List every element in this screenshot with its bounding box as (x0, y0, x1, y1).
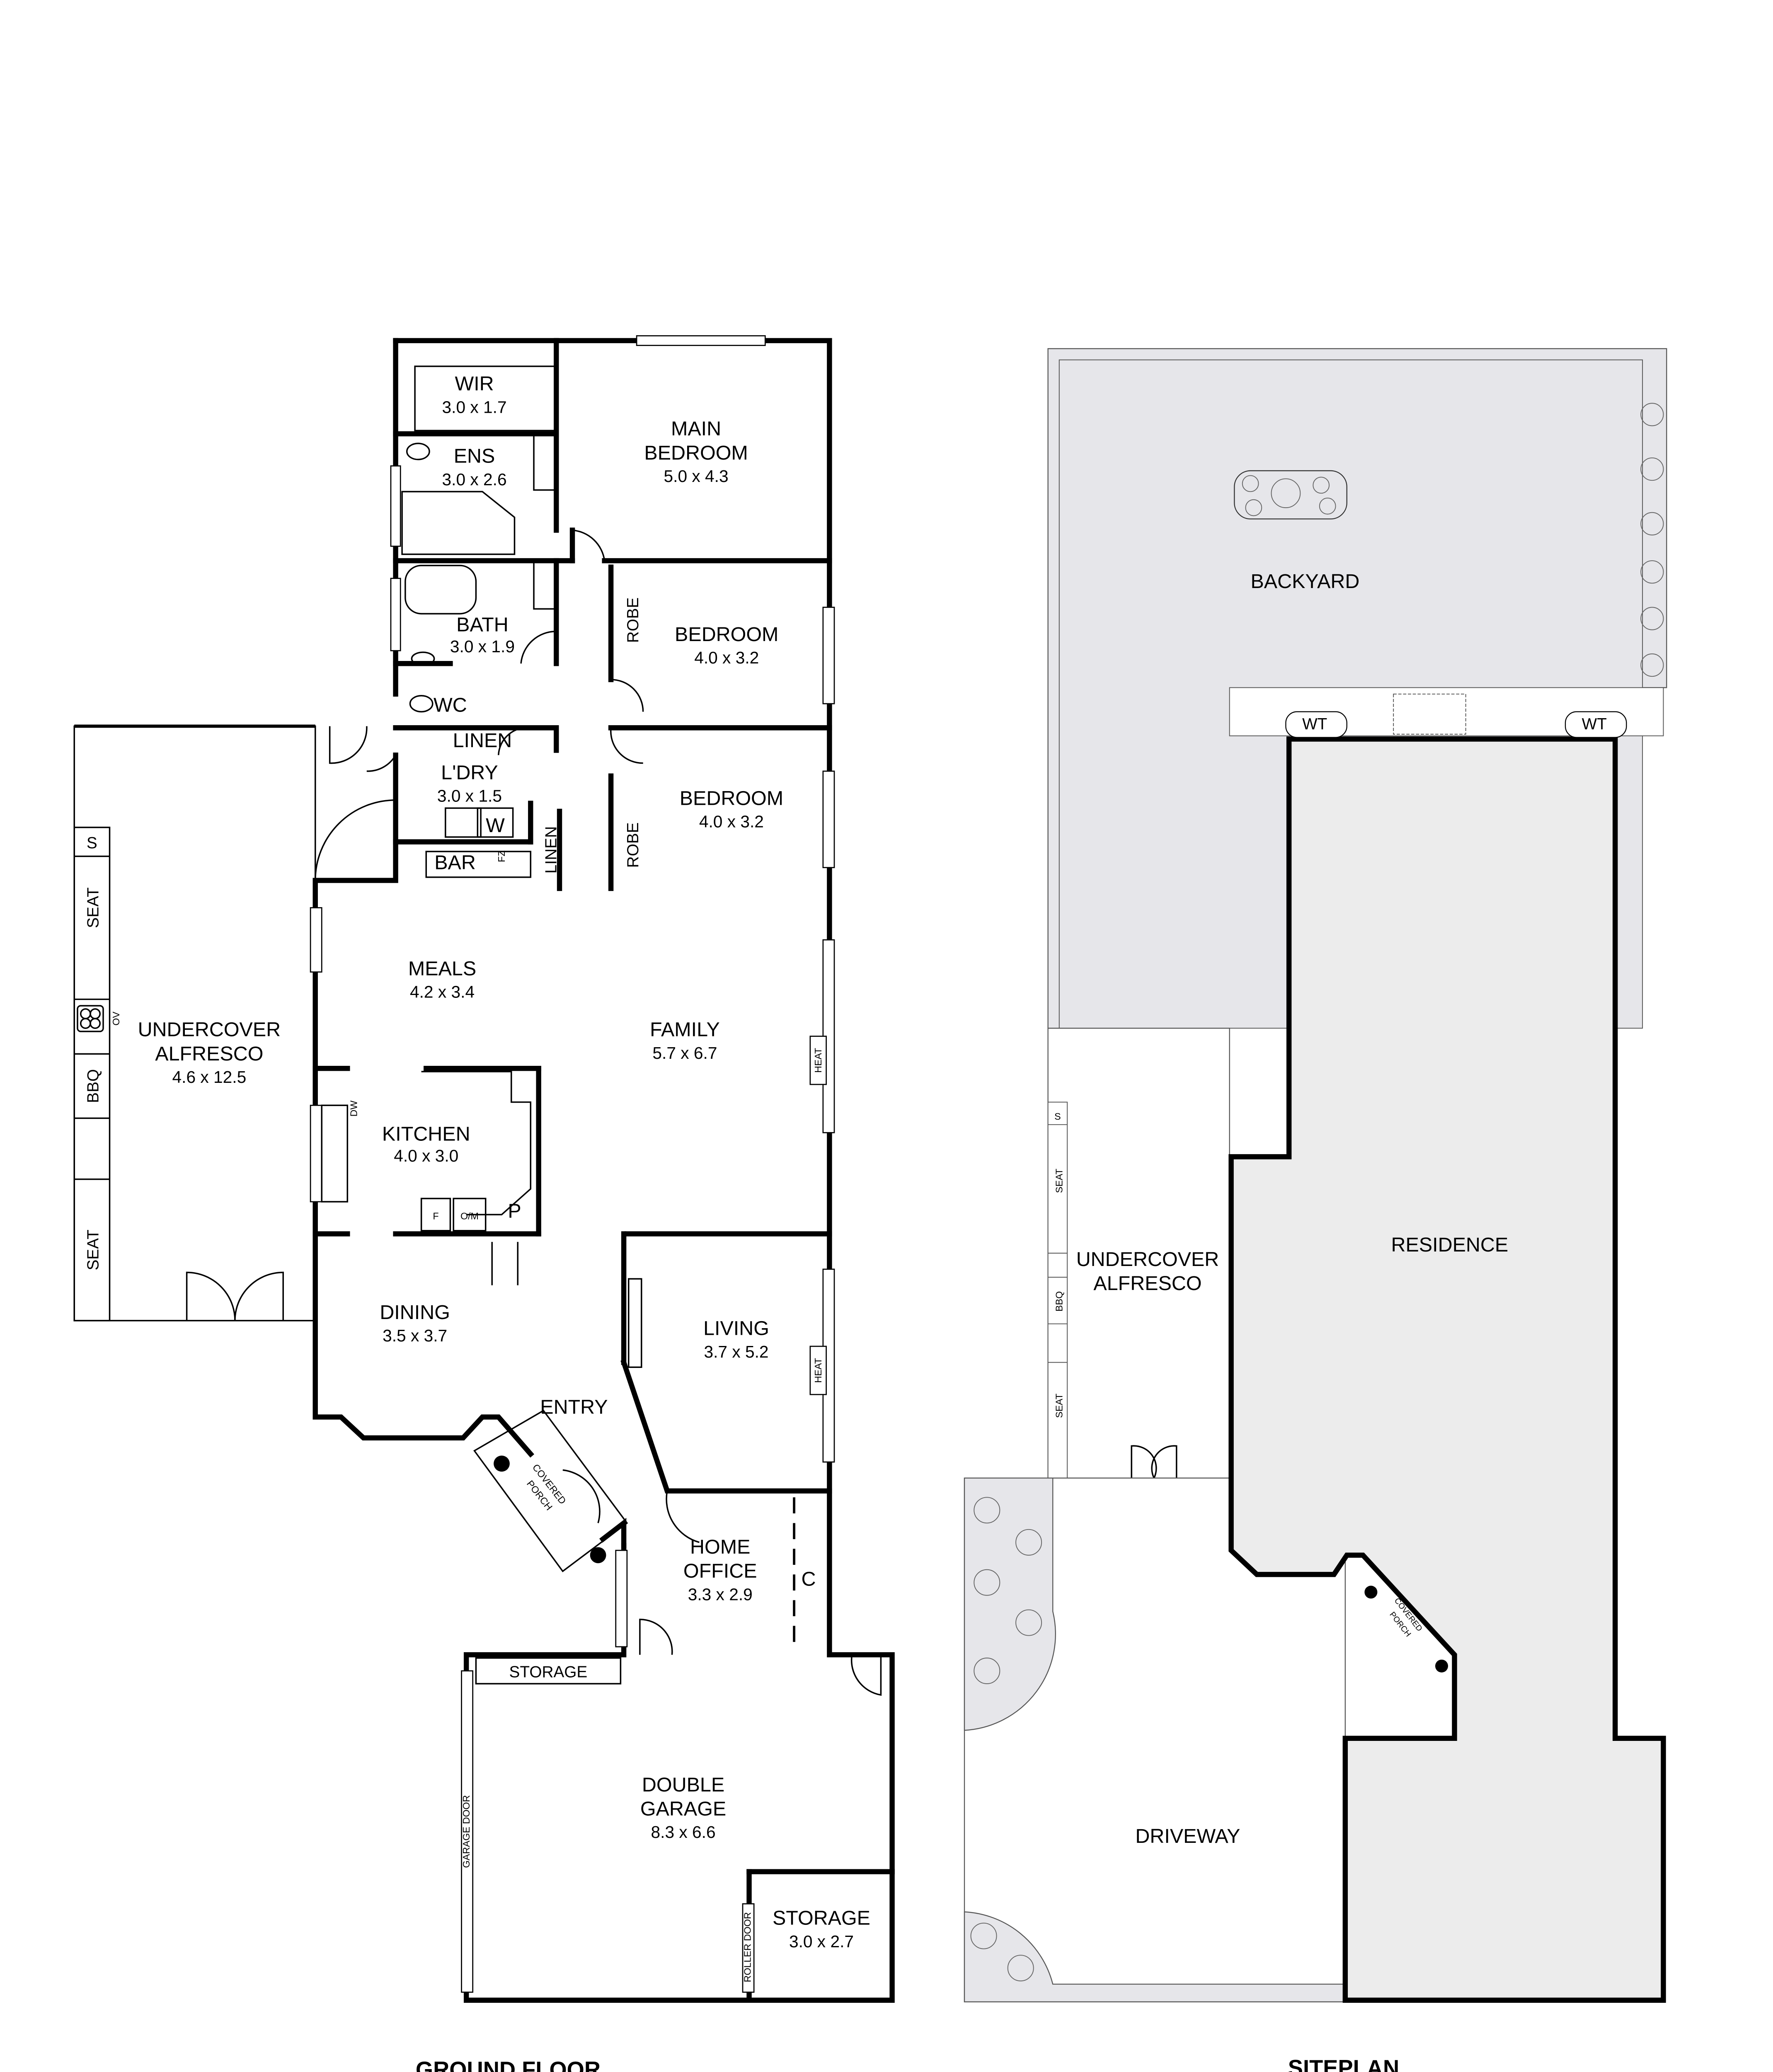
garage-door-label: GARAGE DOOR (461, 1795, 472, 1868)
room-kitchen-label: KITCHEN (382, 1123, 470, 1145)
room-bedroom2-label: BEDROOM (675, 623, 778, 646)
room-dining-dim: 3.5 x 3.7 (383, 1326, 447, 1345)
door-swings (315, 529, 882, 1696)
room-ens-label: ENS (454, 445, 495, 467)
room-bath-dim: 3.0 x 1.9 (450, 637, 515, 656)
room-alfresco-label2: ALFRESCO (155, 1043, 263, 1065)
dishwasher-label: DW (349, 1101, 359, 1117)
room-bedroom3-label: BEDROOM (680, 787, 783, 809)
ground-floor-title: GROUND FLOOR (416, 2057, 601, 2072)
room-garage-label2: GARAGE (640, 1798, 726, 1820)
room-laundry-dim: 3.0 x 1.5 (437, 787, 502, 806)
driveway-label: DRIVEWAY (1135, 1825, 1240, 1847)
house-walls (312, 338, 895, 2003)
room-linen-side-label: LINEN (542, 826, 560, 874)
backyard-label: BACKYARD (1250, 570, 1359, 593)
oven-microwave-label: O/M (460, 1211, 479, 1222)
garage-storage-label: STORAGE (509, 1663, 588, 1681)
room-living-label: LIVING (703, 1317, 769, 1340)
room-bedroom3-dim: 4.0 x 3.2 (699, 812, 764, 831)
pantry-label: P (508, 1200, 521, 1222)
room-garage-label1: DOUBLE (642, 1774, 724, 1796)
alfresco-area (73, 724, 316, 1322)
fixtures (321, 366, 795, 1685)
room-office-dim: 3.3 x 2.9 (688, 1585, 753, 1604)
room-family-label: FAMILY (650, 1019, 720, 1041)
roller-door-label: ROLLER DOOR (742, 1912, 753, 1982)
site-seat1-label: SEAT (1054, 1169, 1065, 1193)
room-storage-label: STORAGE (773, 1907, 870, 1929)
alfresco-ov-label: OV (111, 1012, 121, 1026)
alfresco-s-label: S (87, 834, 97, 852)
room-alfresco-dim: 4.6 x 12.5 (172, 1067, 247, 1087)
roller-door (742, 1903, 755, 1993)
cupboard-label: C (801, 1568, 816, 1590)
room-family-dim: 5.7 x 6.7 (652, 1043, 717, 1063)
covered-porch (473, 1409, 628, 1573)
room-alfresco-label1: UNDERCOVER (138, 1019, 281, 1041)
site-alfresco-label1: UNDERCOVER (1076, 1248, 1219, 1271)
residence-label: RESIDENCE (1391, 1234, 1509, 1256)
room-meals-dim: 4.2 x 3.4 (410, 983, 475, 1002)
room-linen-top-label: LINEN (453, 729, 512, 752)
robe2-label: ROBE (624, 822, 642, 868)
room-meals-label: MEALS (408, 957, 476, 980)
site-bbq-label: BBQ (1054, 1291, 1065, 1312)
heat2-label: HEAT (813, 1358, 824, 1383)
freezer-label: FZ (496, 850, 507, 862)
room-wir-dim: 3.0 x 1.7 (442, 397, 507, 416)
garage-door (461, 1670, 474, 1993)
room-kitchen-dim: 4.0 x 3.0 (394, 1146, 458, 1165)
site-seat2-label: SEAT (1054, 1394, 1065, 1418)
residence-footprint (1228, 736, 1666, 2003)
room-laundry-label: L'DRY (441, 761, 498, 784)
room-bedroom2-dim: 4.0 x 3.2 (694, 648, 759, 667)
alfresco-bbq-label: BBQ (84, 1069, 102, 1103)
room-garage-dim: 8.3 x 6.6 (651, 1823, 716, 1842)
room-storage-dim: 3.0 x 2.7 (789, 1932, 854, 1951)
alfresco-seat2-label: SEAT (84, 1230, 102, 1270)
alfresco-seat1-label: SEAT (84, 887, 102, 928)
room-wir-label: WIR (455, 373, 494, 395)
room-living-dim: 3.7 x 5.2 (704, 1342, 768, 1361)
site-alfresco-label2: ALFRESCO (1093, 1272, 1201, 1295)
wt-right-label: WT (1582, 715, 1607, 733)
room-main-bedroom-label2: BEDROOM (644, 442, 748, 464)
room-labels: WIR 3.0 x 1.7 ENS 3.0 x 2.6 MAIN BEDROOM… (84, 373, 870, 1982)
room-main-bedroom-label1: MAIN (671, 418, 721, 440)
site-s-label: S (1054, 1111, 1061, 1122)
windows (310, 335, 835, 1993)
heat1-label: HEAT (813, 1048, 824, 1073)
room-wc-label: WC (434, 694, 467, 716)
fridge-label: F (433, 1211, 438, 1222)
washer-label: W (486, 814, 505, 837)
room-bath-label: BATH (456, 614, 509, 636)
room-entry-label: ENTRY (540, 1396, 608, 1418)
wt-left-label: WT (1302, 715, 1327, 733)
room-ens-dim: 3.0 x 2.6 (442, 470, 507, 489)
room-main-bedroom-dim: 5.0 x 4.3 (664, 467, 729, 486)
robe1-label: ROBE (624, 598, 642, 643)
room-office-label2: OFFICE (683, 1560, 757, 1582)
room-bar-label: BAR (434, 851, 476, 874)
siteplan-title: SITEPLAN (1288, 2055, 1399, 2072)
siteplan: WT WT BACKYARD RESIDENCE UNDERCOVER ALFR… (964, 348, 1667, 2072)
room-office-label1: HOME (690, 1536, 750, 1558)
ground-floor-plan: WIR 3.0 x 1.7 ENS 3.0 x 2.6 MAIN BEDROOM… (73, 335, 895, 2072)
room-dining-label: DINING (380, 1301, 450, 1324)
